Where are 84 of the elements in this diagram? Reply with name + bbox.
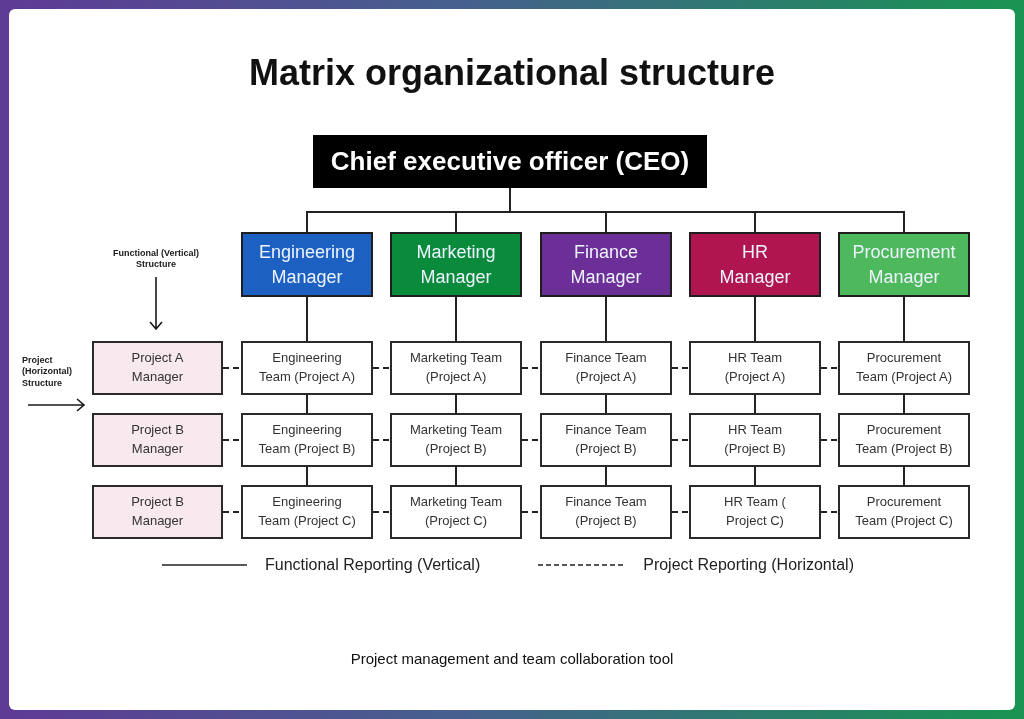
connector-line	[455, 466, 457, 486]
connector-line	[903, 296, 905, 342]
node-label: Marketing Team (Project A)	[408, 349, 504, 386]
node-label: Finance Team (Project B)	[564, 421, 648, 458]
node-label: Engineering Team (Project C)	[257, 493, 357, 530]
team-box	[838, 485, 970, 539]
node-label: Project B Manager	[130, 421, 185, 458]
manager-box	[689, 232, 821, 297]
team-box	[540, 413, 672, 467]
dashed-connector	[671, 511, 690, 513]
dashed-connector	[820, 367, 839, 369]
connector-line	[306, 296, 308, 342]
node-label: HR Team (Project A)	[723, 349, 787, 386]
dashed-connector	[521, 367, 541, 369]
tagline-text: Project management and team collaboration tool	[350, 650, 674, 669]
dashed-connector	[222, 439, 242, 441]
dashed-connector	[521, 511, 541, 513]
node-label: HR Team (Project B)	[723, 421, 787, 458]
team-box	[241, 485, 373, 539]
dashed-connector	[372, 439, 391, 441]
connector-line	[903, 466, 905, 486]
node-label: Chief executive officer (CEO)	[330, 145, 690, 178]
dashed-connector	[372, 367, 391, 369]
dashed-connector	[372, 511, 391, 513]
node-label: Project A Manager	[130, 349, 185, 386]
team-box	[838, 341, 970, 395]
node-label: HR Manager	[719, 240, 791, 289]
dashed-connector	[521, 439, 541, 441]
team-box	[540, 485, 672, 539]
node-label: Procurement Team (Project C)	[854, 493, 954, 530]
node-label: Finance Team (Project B)	[564, 493, 648, 530]
team-box	[540, 341, 672, 395]
ceo-box	[313, 135, 707, 188]
connector-line	[605, 466, 607, 486]
dashed-connector	[222, 367, 242, 369]
node-label: Procurement Team (Project A)	[854, 349, 954, 386]
dashed-connector	[222, 511, 242, 513]
team-box	[689, 413, 821, 467]
team-box	[390, 485, 522, 539]
manager-box	[241, 232, 373, 297]
connector-line	[306, 394, 308, 414]
manager-box	[540, 232, 672, 297]
project-manager-box	[92, 341, 223, 395]
dashed-connector	[820, 439, 839, 441]
structure-label: Functional (Vertical) Structure	[112, 248, 200, 271]
connector-line	[605, 394, 607, 414]
manager-box	[838, 232, 970, 297]
connector-line	[903, 394, 905, 414]
diagram-title: Matrix organizational structure	[248, 51, 776, 95]
node-label: Finance Team (Project A)	[564, 349, 648, 386]
connector-line	[754, 466, 756, 486]
team-box	[390, 413, 522, 467]
connector-line	[754, 394, 756, 414]
team-box	[689, 341, 821, 395]
node-label: Engineering Team (Project A)	[257, 349, 357, 386]
connector-line	[754, 296, 756, 342]
connector-line	[605, 296, 607, 342]
legend-label: Project Reporting (Horizontal)	[643, 555, 854, 575]
connector-line	[455, 296, 457, 342]
node-label: Engineering Team (Project B)	[257, 421, 357, 458]
dashed-connector	[671, 367, 690, 369]
node-label: Marketing Team (Project B)	[408, 421, 504, 458]
node-label: Procurement Manager	[852, 240, 956, 289]
project-manager-box	[92, 413, 223, 467]
team-box	[390, 341, 522, 395]
node-label: Finance Manager	[570, 240, 642, 289]
legend-label: Functional Reporting (Vertical)	[265, 555, 481, 575]
node-label: Marketing Team (Project C)	[408, 493, 504, 530]
team-box	[689, 485, 821, 539]
node-label: Marketing Manager	[416, 240, 496, 289]
dashed-connector	[820, 511, 839, 513]
dashed-connector	[671, 439, 690, 441]
team-box	[241, 413, 373, 467]
team-box	[838, 413, 970, 467]
node-label: HR Team ( Project C)	[723, 493, 787, 530]
node-label: Procurement Team (Project B)	[854, 421, 954, 458]
structure-label: Project (Horizontal) Structure	[22, 355, 73, 389]
connector-line	[455, 394, 457, 414]
connector-line	[306, 466, 308, 486]
node-label: Engineering Manager	[258, 240, 356, 289]
project-manager-box	[92, 485, 223, 539]
node-label: Project B Manager	[130, 493, 185, 530]
team-box	[241, 341, 373, 395]
manager-box	[390, 232, 522, 297]
